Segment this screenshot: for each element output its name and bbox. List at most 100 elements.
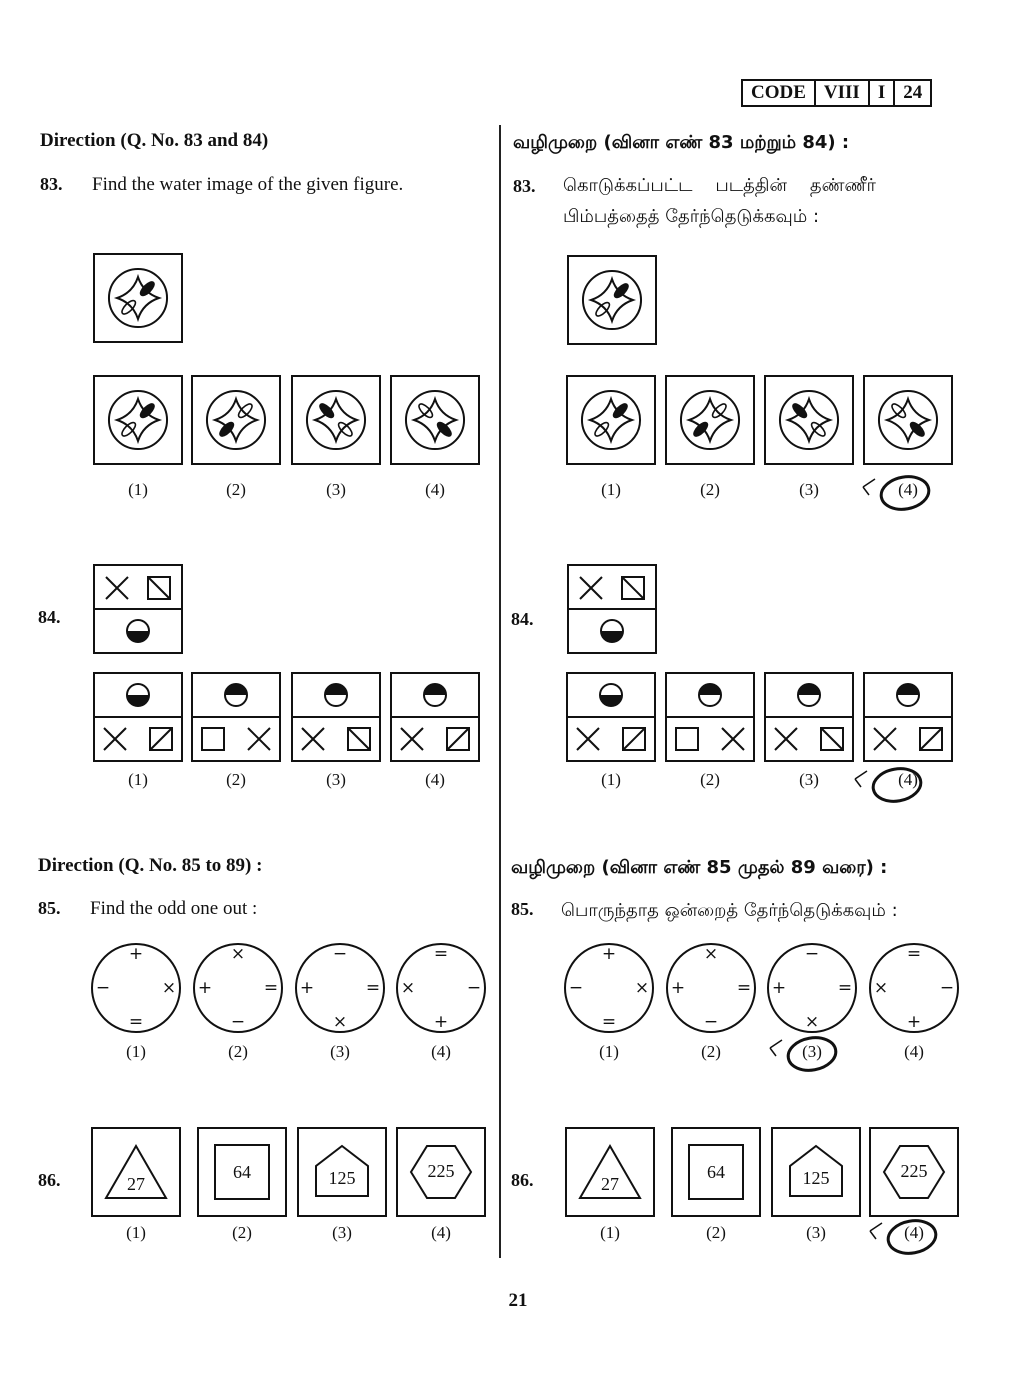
circle-symbol-right: = — [264, 978, 278, 998]
circle-symbol-top: + — [129, 944, 143, 964]
q86-value-2: 64 — [233, 1162, 251, 1182]
right-q85-option-label-2: (2) — [701, 1042, 721, 1061]
right-q83-number: 83. — [513, 176, 536, 196]
left-q85-option-label-4: (4) — [431, 1042, 451, 1061]
right-q84-option-2 — [665, 672, 755, 762]
left-q86-option-label-3: (3) — [332, 1223, 352, 1242]
circle-symbol-right: × — [162, 978, 176, 998]
left-q86-option-label-2: (2) — [232, 1223, 252, 1242]
circle-symbol-top: − — [805, 944, 819, 964]
right-q84-option-4 — [863, 672, 953, 762]
left-q85-option-3: −×+= — [295, 943, 385, 1033]
right-q86-option-label-4: (4) — [904, 1223, 924, 1242]
q86-value-4: 225 — [428, 1161, 455, 1181]
code-number: 24 — [903, 82, 923, 103]
right-q86-number: 86. — [511, 1170, 534, 1190]
left-direction-85-89: Direction (Q. No. 85 to 89) : — [38, 855, 263, 876]
code-set: I — [870, 81, 896, 105]
column-divider — [499, 125, 501, 1258]
right-q84-question-figure — [567, 564, 657, 654]
left-q84-number: 84. — [38, 607, 61, 627]
left-q86-option-1: 27 — [91, 1127, 181, 1217]
left-q83-option-1 — [93, 375, 183, 465]
code-box: CODE VIII I 24 — [741, 79, 933, 107]
right-q86-option-3: 125 — [771, 1127, 861, 1217]
left-q85-option-label-3: (3) — [330, 1042, 350, 1061]
circle-symbol-bottom: × — [805, 1012, 819, 1032]
answer-mark-q83 — [862, 475, 931, 511]
circle-symbol-bottom: = — [602, 1012, 616, 1032]
right-q83-option-label-3: (3) — [799, 480, 819, 499]
answer-mark-q86 — [869, 1219, 938, 1255]
circle-symbol-bottom: + — [434, 1012, 448, 1032]
q86-value-4: 225 — [901, 1161, 928, 1181]
circle-symbol-bottom: − — [231, 1012, 245, 1032]
right-q83-question-figure — [567, 255, 657, 345]
left-q84-option-1 — [93, 672, 183, 762]
right-direction-85-89: வழிமுறை (வினா எண் 85 முதல் 89 வரை) : — [511, 857, 888, 878]
left-q83-option-3 — [291, 375, 381, 465]
right-q85-option-label-4: (4) — [904, 1042, 924, 1061]
circle-symbol-left: + — [772, 978, 786, 998]
circle-symbol-bottom: − — [704, 1012, 718, 1032]
circle-symbol-bottom: + — [907, 1012, 921, 1032]
left-q83-question-figure — [93, 253, 183, 343]
left-q83-option-label-4: (4) — [425, 480, 445, 499]
right-q84-option-label-1: (1) — [601, 770, 621, 789]
left-q84-option-2 — [191, 672, 281, 762]
right-q84-option-label-4: (4) — [898, 770, 918, 789]
circle-symbol-bottom: × — [333, 1012, 347, 1032]
right-q83-option-label-4: (4) — [898, 480, 918, 499]
circle-symbol-top: × — [704, 944, 718, 964]
right-q86-option-4: 225 — [869, 1127, 959, 1217]
answer-mark-q85 — [769, 1036, 838, 1072]
right-q83-line1: கொடுக்கப்பட்ட படத்தின் தண்ணீர் — [563, 175, 876, 196]
right-q86-option-1: 27 — [565, 1127, 655, 1217]
left-q83-text: Find the water image of the given figure… — [92, 174, 404, 195]
left-direction-83-84: Direction (Q. No. 83 and 84) — [40, 130, 269, 151]
left-q83-option-label-3: (3) — [326, 480, 346, 499]
right-q84-option-3 — [764, 672, 854, 762]
circle-symbol-left: × — [874, 978, 888, 998]
left-q86-number: 86. — [38, 1170, 61, 1190]
right-direction-83-84: வழிமுறை (வினா எண் 83 மற்றும் 84) : — [513, 132, 850, 153]
left-q86-option-4: 225 — [396, 1127, 486, 1217]
circle-symbol-left: × — [401, 978, 415, 998]
left-q86-option-2: 64 — [197, 1127, 287, 1217]
left-q85-option-4: =+×− — [396, 943, 486, 1033]
right-q83-option-4 — [863, 375, 953, 465]
right-q83-option-label-2: (2) — [700, 480, 720, 499]
q86-value-3: 125 — [803, 1168, 830, 1188]
circle-symbol-top: − — [333, 944, 347, 964]
right-q85-option-4: =+×− — [869, 943, 959, 1033]
left-q85-option-label-2: (2) — [228, 1042, 248, 1061]
left-q85-option-label-1: (1) — [126, 1042, 146, 1061]
right-q83-option-1 — [566, 375, 656, 465]
right-q84-option-label-3: (3) — [799, 770, 819, 789]
right-q84-number: 84. — [511, 609, 534, 629]
left-q84-option-label-3: (3) — [326, 770, 346, 789]
circle-symbol-right: = — [838, 978, 852, 998]
q86-value-2: 64 — [707, 1162, 725, 1182]
q86-value-3: 125 — [329, 1168, 356, 1188]
right-q86-option-label-1: (1) — [600, 1223, 620, 1242]
left-q85-option-1: +=−× — [91, 943, 181, 1033]
right-q84-option-1 — [566, 672, 656, 762]
circle-symbol-right: = — [366, 978, 380, 998]
right-q85-option-1: +=−× — [564, 943, 654, 1033]
left-q84-option-label-1: (1) — [128, 770, 148, 789]
left-q85-number: 85. — [38, 898, 61, 918]
circle-symbol-top: × — [231, 944, 245, 964]
circle-symbol-left: − — [569, 978, 583, 998]
right-q85-number: 85. — [511, 899, 534, 919]
right-q84-option-label-2: (2) — [700, 770, 720, 789]
right-q86-option-2: 64 — [671, 1127, 761, 1217]
left-q83-number: 83. — [40, 174, 63, 194]
circle-symbol-right: = — [737, 978, 751, 998]
circle-symbol-right: − — [940, 978, 954, 998]
page-number: 21 — [508, 1290, 528, 1311]
right-q83-option-2 — [665, 375, 755, 465]
q86-value-1: 27 — [127, 1174, 145, 1194]
circle-symbol-right: − — [467, 978, 481, 998]
